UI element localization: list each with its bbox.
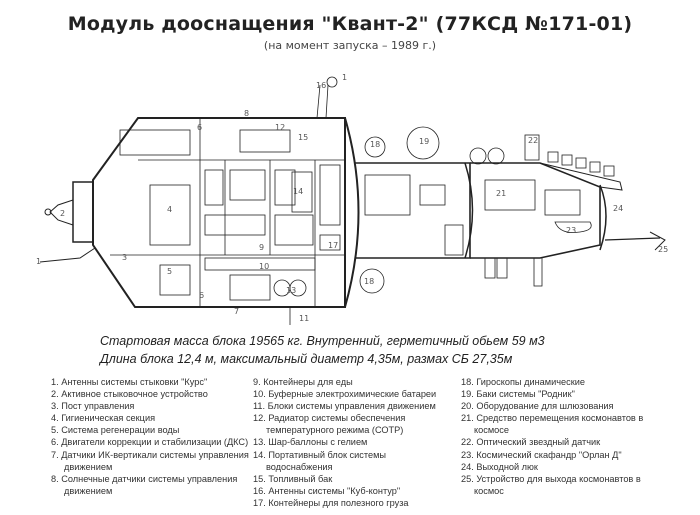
module-cutaway-diagram: 1 2 3 4 5 6 6 7 8 9 10 11 12 13 14 15 16…: [36, 73, 668, 325]
legend-item: 15. Топливный бак: [253, 473, 333, 484]
callout-7: 7: [234, 307, 239, 316]
legend-item: 19. Баки системы "Родник": [461, 389, 575, 400]
callout-6-bottom: 6: [199, 291, 204, 300]
legend-item: 12. Радиатор системы обеспечения темпера…: [253, 413, 406, 436]
legend-item: 14. Портативный блок системы водоснабжен…: [253, 449, 386, 472]
legend-item: 25. Устройство для выхода космонавтов в …: [461, 473, 641, 496]
callout-1-top: 1: [342, 73, 347, 82]
callout-2: 2: [60, 209, 65, 218]
legend-item: 5. Система регенерации воды: [51, 425, 180, 436]
callout-21: 21: [496, 189, 506, 198]
callout-24: 24: [613, 204, 623, 213]
callout-13: 13: [286, 286, 296, 295]
legend-item: 6. Двигатели коррекции и стабилизации (Д…: [51, 437, 249, 448]
legend-item: 16. Антенны системы "Куб-контур": [253, 485, 401, 496]
callout-15: 15: [298, 133, 308, 142]
specs-line-1: Стартовая масса блока 19565 кг. Внутренн…: [100, 334, 545, 348]
legend-item: 22. Оптический звездный датчик: [461, 437, 601, 448]
callout-16: 16: [316, 81, 326, 90]
legend-item: 2. Активное стыковочное устройство: [51, 389, 208, 400]
legend-item: 8. Солнечные датчики системы управления …: [51, 473, 238, 496]
callout-9: 9: [259, 243, 264, 252]
legend-item: 18. Гироскопы динамические: [461, 377, 585, 387]
callout-23: 23: [566, 226, 576, 235]
internal-equipment: [110, 76, 592, 325]
legend-item: 11. Блоки системы управления движением: [253, 401, 436, 412]
legend-item: 21. Средство перемещения космонавтов в к…: [461, 413, 644, 436]
legend-item: 13. Шар-баллоны с гелием: [253, 437, 368, 448]
callout-6-top: 6: [197, 123, 202, 132]
legend-column-3: 18. Гироскопы динамические 19. Баки сист…: [461, 376, 661, 497]
callout-10: 10: [259, 262, 269, 271]
legend-item: 3. Пост управления: [51, 401, 135, 412]
specs-block: Стартовая масса блока 19565 кг. Внутренн…: [100, 333, 660, 367]
callout-17: 17: [328, 241, 338, 250]
callout-18-top: 18: [370, 140, 380, 149]
callout-8: 8: [244, 109, 249, 118]
legend-item: 24. Выходной люк: [461, 461, 538, 472]
page-subtitle: (на момент запуска – 1989 г.): [263, 39, 437, 52]
legend-item: 7. Датчики ИК-вертикали системы управлен…: [51, 449, 249, 472]
legend-column-1: 1. Антенны системы стыковки "Курс" 2. Ак…: [51, 376, 251, 497]
page-title: Модуль дооснащения "Квант-2" (77КСД №171…: [67, 13, 633, 35]
callout-12: 12: [275, 123, 285, 132]
specs-line-2: Длина блока 12,4 м, максимальный диаметр…: [100, 352, 513, 366]
callout-25: 25: [658, 245, 668, 254]
module-outline: [39, 117, 666, 308]
callout-19: 19: [419, 137, 429, 146]
callout-5: 5: [167, 267, 172, 276]
callout-4: 4: [167, 205, 172, 214]
callout-18-bottom: 18: [364, 277, 374, 286]
legend-column-2: 9. Контейнеры для еды 10. Буферные элект…: [253, 376, 453, 509]
legend-item: 1. Антенны системы стыковки "Курс": [51, 377, 208, 387]
legend-item: 9. Контейнеры для еды: [253, 377, 353, 387]
callout-numbers: 1 2 3 4 5 6 6 7 8 9 10 11 12 13 14 15 16…: [36, 73, 668, 323]
callout-1: 1: [36, 257, 41, 266]
callout-22: 22: [528, 136, 538, 145]
legend-item: 17. Контейнеры для полезного груза: [253, 497, 409, 508]
legend-item: 20. Оборудование для шлюзования: [461, 401, 614, 412]
callout-11: 11: [299, 314, 309, 323]
legend-item: 10. Буферные электрохимические батареи: [253, 389, 437, 400]
callout-14: 14: [293, 187, 303, 196]
callout-3: 3: [122, 253, 127, 262]
legend-item: 23. Космический скафандр "Орлан Д": [461, 449, 622, 460]
legend-item: 4. Гигиеническая секция: [51, 413, 156, 424]
